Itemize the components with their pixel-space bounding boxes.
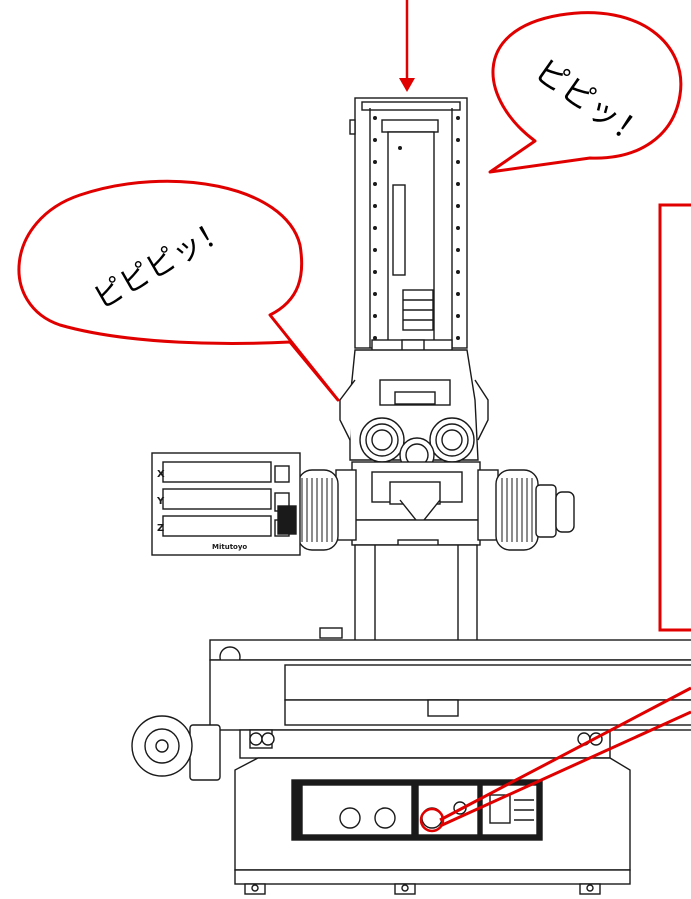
highlight-frame [658, 203, 691, 632]
speech-bubble-left: ピピピッ！ [17, 179, 340, 402]
microscope-body [131, 97, 691, 895]
dro-display-panel [151, 452, 301, 556]
axis-label-x: X [157, 469, 165, 480]
axis-label-y: Y [156, 496, 165, 507]
knob-highlight [419, 807, 445, 833]
axis-label-z: Z [157, 523, 164, 534]
top-arrow [399, 0, 415, 92]
stage-dial [131, 715, 603, 781]
speech-bubble-top-right: ピピッ！ [488, 11, 683, 174]
brand-label: Mitutoyo [212, 543, 247, 551]
pointer-lines [439, 686, 691, 828]
